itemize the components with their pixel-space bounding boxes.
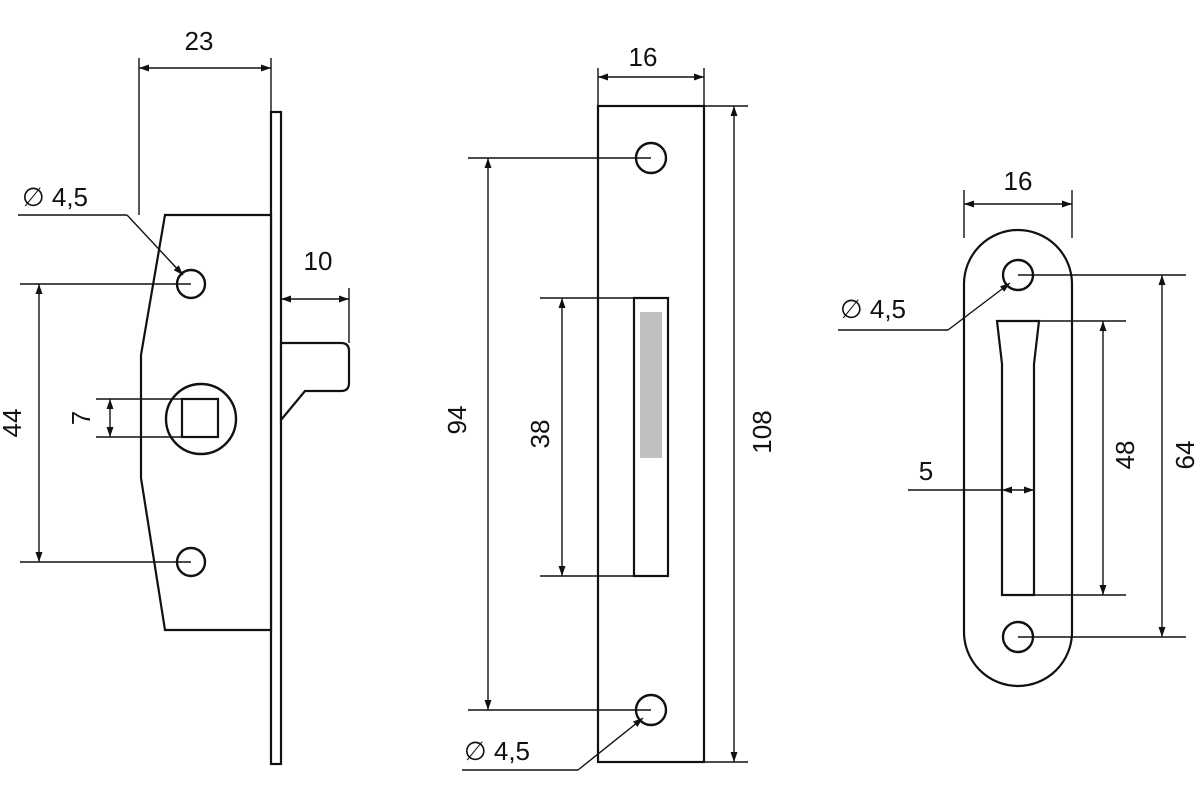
rounded-strike-width-label: 16 [1004, 166, 1033, 196]
strike-hole-spacing-label: 94 [442, 406, 472, 435]
rounded-strike-slot [995, 319, 1041, 597]
rounded-strike-hole-diameter-label: ∅ 4,5 [840, 294, 906, 324]
latch-bolt [279, 341, 351, 424]
rounded-strike-slot-width-label: 5 [919, 456, 933, 486]
strike-hole-diameter-label: ∅ 4,5 [464, 736, 530, 766]
rounded-strike-drawing: 16 ∅ 4,5 5 48 64 [838, 166, 1200, 688]
strike-slot-shading [640, 312, 662, 458]
spindle-size-label: 7 [66, 411, 96, 425]
latch-projection-label: 10 [304, 246, 333, 276]
rounded-strike-slot-length-label: 48 [1110, 441, 1140, 470]
lock-face-plate [269, 110, 283, 766]
strike-width-label: 16 [629, 42, 658, 72]
spindle-square-hole [180, 397, 220, 439]
rounded-strike-length-label: 64 [1170, 441, 1200, 470]
strike-plate-drawing: 16 94 38 108 ∅ 4,5 [442, 42, 777, 771]
strike-length-label: 108 [747, 410, 777, 453]
lock-width-label: 23 [185, 26, 214, 56]
lock-hole-diameter-label: ∅ 4,5 [22, 182, 88, 212]
lock-hole-spacing-label: 44 [0, 409, 27, 438]
lock-body-drawing: 23 10 ∅ 4,5 44 7 [0, 26, 351, 766]
strike-slot-length-label: 38 [525, 420, 555, 449]
